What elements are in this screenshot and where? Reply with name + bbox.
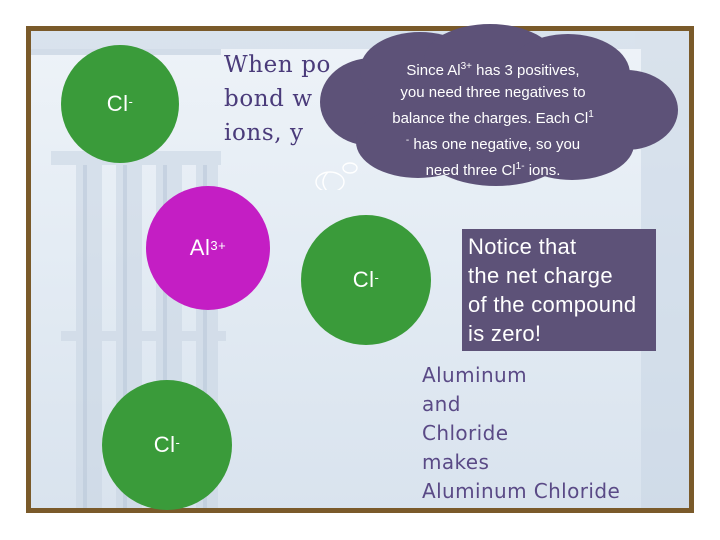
chloride-symbol: Cl: [153, 432, 176, 457]
thought-bubble: [315, 24, 678, 190]
aluminum-symbol: Al: [189, 235, 211, 260]
chloride-charge: -: [175, 434, 181, 450]
chloride-ion-bottom: Cl-: [102, 380, 232, 510]
caption-line-5: Aluminum Chloride: [422, 479, 621, 503]
chloride-symbol: Cl: [106, 91, 129, 116]
bubble-line-1: Since Al3+ has 3 positives,: [343, 56, 643, 82]
chloride-ion-top-left: Cl-: [61, 45, 179, 163]
aluminum-charge: 3+: [210, 237, 227, 253]
chloride-charge: -: [128, 93, 134, 109]
background-text-line-3: ions, y: [224, 120, 304, 146]
notice-line-2: the net charge: [468, 263, 613, 288]
notice-line-3: of the compound: [468, 292, 637, 317]
chloride-charge: -: [374, 269, 380, 285]
bubble-line-3-superscript: 1: [588, 109, 594, 120]
bubble-line-3-text: balance the charges. Each Cl: [392, 110, 589, 127]
background-text-line-1: When po: [224, 52, 331, 78]
bubble-line-5: need three Cl1- ions.: [343, 156, 643, 182]
background-text-line-2: bond w: [224, 86, 313, 112]
caption-line-4: makes: [422, 450, 490, 474]
chloride-ion-center: Cl-: [301, 215, 431, 345]
bubble-line-4: - has one negative, so you: [343, 130, 643, 156]
notice-line-1: Notice that: [468, 234, 577, 259]
notice-line-4: is zero!: [468, 321, 542, 346]
bubble-line-5-superscript: 1-: [515, 161, 525, 172]
bubble-line-2: you need three negatives to: [400, 84, 586, 101]
bubble-line-4-superscript: -: [405, 135, 410, 146]
caption-line-1: Aluminum: [422, 363, 527, 387]
bubble-line-5-text: need three Cl: [425, 162, 516, 179]
caption-line-3: Chloride: [422, 421, 509, 445]
compound-caption: Aluminum and Chloride makes Aluminum Chl…: [422, 361, 620, 506]
bubble-line-4-text: has one negative, so you: [409, 136, 581, 153]
bubble-line-1-superscript: 3+: [460, 61, 473, 72]
bubble-line-3: balance the charges. Each Cl1: [343, 104, 643, 130]
caption-line-2: and: [422, 392, 461, 416]
notice-box: Notice that the net charge of the compou…: [462, 229, 656, 351]
bubble-line-1-text-end: has 3 positives,: [472, 62, 580, 79]
chloride-symbol: Cl: [352, 267, 375, 292]
thought-bubble-text: Since Al3+ has 3 positives, you need thr…: [343, 56, 643, 182]
bubble-line-5-text-end: ions.: [524, 162, 561, 179]
bubble-line-1-text: Since Al: [406, 62, 461, 79]
